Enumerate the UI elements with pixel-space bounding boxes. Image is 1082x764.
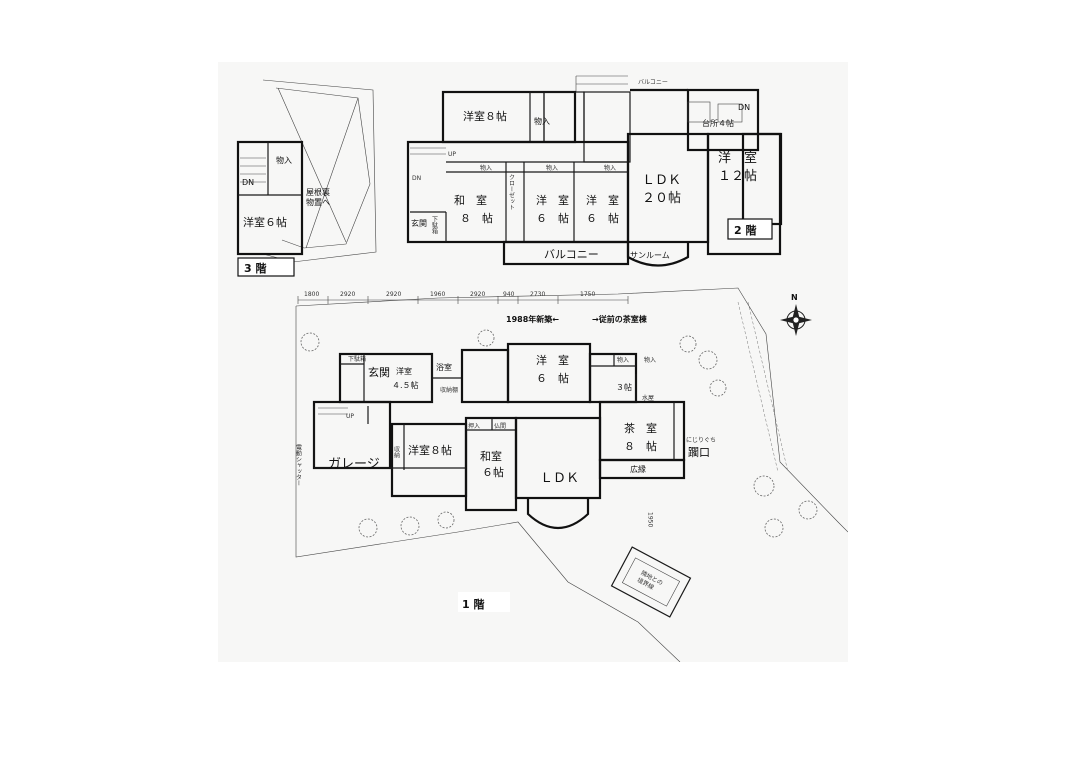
dim-right-1f: 1950	[647, 512, 654, 527]
western12-2f-2: １２帖	[718, 169, 757, 184]
storage-2f-c: 物入	[604, 164, 616, 172]
getabako-1f: 下駄箱	[348, 355, 366, 363]
dim-5: 2920	[470, 291, 485, 298]
western6-1f-1: 洋 室	[536, 353, 569, 367]
dim-4: 1960	[430, 291, 445, 298]
attic-label-1: 屋根裏	[306, 187, 330, 197]
storage-2f-b: 物入	[546, 164, 558, 172]
caption-1f: 1 階	[462, 597, 484, 611]
compass-north-label: N	[791, 293, 798, 302]
western8-1f: 洋室８帖	[408, 443, 452, 457]
western6a-2f-1: 洋 室	[536, 193, 569, 207]
western6b-2f-1: 洋 室	[586, 193, 619, 207]
up-1f: UP	[346, 413, 354, 420]
caption-3f: 3 階	[244, 261, 266, 275]
bath-1f: 浴室	[436, 362, 452, 372]
first-floor-plan: 1800 2920 2920 1960 2920 940 2730 1750 1…	[295, 287, 848, 662]
shutter-1f: 電動シャッター	[295, 444, 302, 486]
dim-3: 2920	[386, 291, 401, 298]
room-2f-western8: 洋室８帖	[463, 109, 507, 123]
balcony-top-label: バルコニー	[638, 79, 668, 86]
washitsu-2f-1: 和 室	[454, 193, 487, 207]
kitchen-2f: 台所４帖	[702, 118, 734, 128]
down-3f-label: DN	[242, 178, 254, 187]
dim-6: 940	[503, 291, 515, 298]
genkan-2f: 玄関	[411, 218, 427, 228]
up-2f: UP	[448, 151, 456, 158]
western6b-2f-2: ６ 帖	[586, 212, 619, 225]
storage-vertical-1f: 収納	[393, 446, 400, 459]
down-2f-right: DN	[738, 103, 750, 112]
closet-2f: クローゼット	[508, 174, 515, 210]
storage-1f-a: 物入	[617, 356, 629, 364]
down-2f-left: DN	[412, 175, 421, 182]
sunroom-2f: サンルーム	[630, 251, 670, 260]
storage-1f-b: 物入	[644, 356, 656, 364]
genkan-1f: 玄関	[368, 365, 390, 379]
chashitsu-1f-1: 茶 室	[624, 421, 657, 435]
western6a-2f-2: ６ 帖	[536, 212, 569, 225]
floor-plan-sheet: 物入 DN 屋根裏 物置へ 洋室６帖 3 階 バルコニー 洋	[218, 62, 848, 662]
dim-2: 2920	[340, 291, 355, 298]
floor-plan-drawing: 物入 DN 屋根裏 物置へ 洋室６帖 3 階 バルコニー 洋	[236, 75, 848, 662]
nijiri-ruby: にじりぐち	[686, 437, 716, 444]
washitsu-2f-2: ８ 帖	[460, 212, 493, 225]
washitsu-1f-2: ６帖	[482, 466, 504, 479]
note-former-tea: →従前の茶室棟	[592, 314, 648, 324]
north-compass-icon	[780, 304, 812, 336]
dim-7: 2730	[530, 291, 545, 298]
hiroen-1f: 広縁	[630, 464, 646, 474]
getabako-2f: 下駄箱	[431, 216, 438, 235]
garage-1f: ガレージ	[328, 457, 380, 472]
western45-1f-2: ４.５帖	[392, 380, 419, 390]
western6-1f-2: ６ 帖	[536, 372, 569, 385]
ldk-2f-1: ＬＤＫ	[642, 173, 681, 188]
nijiriguchi-1f: 躙口	[688, 446, 710, 459]
washitsu-1f-1: 和室	[480, 449, 502, 463]
three-mat-1f: ３帖	[616, 382, 632, 392]
western12-2f-1: 洋 室	[718, 150, 757, 166]
third-floor-plan: 物入 DN 屋根裏 物置へ 洋室６帖 3 階	[236, 79, 377, 277]
storage-3f-label: 物入	[276, 155, 292, 165]
caption-2f: 2 階	[734, 223, 756, 237]
mizuya-1f: 水屋	[642, 394, 654, 402]
room-3f-western6: 洋室６帖	[243, 215, 287, 229]
ldk-2f-2: ２０帖	[642, 191, 681, 206]
oshiire-1f: 押入	[468, 422, 480, 430]
ldk-1f: ＬＤＫ	[540, 471, 579, 486]
storage-shelf-1f: 収納棚	[440, 386, 458, 394]
balcony-2f-bottom: バルコニー	[544, 248, 599, 261]
second-floor-plan: バルコニー 洋室８帖 物入 DN 台所４帖 UP DN 物入 物入 物入 和 室	[406, 75, 783, 267]
chashitsu-1f-2: ８ 帖	[624, 440, 657, 453]
butsuma-1f: 仏間	[494, 423, 506, 430]
western45-1f-1: 洋室	[396, 366, 412, 376]
dim-1: 1800	[304, 291, 319, 298]
storage-2f-a: 物入	[480, 164, 492, 172]
storage-2f-top: 物入	[534, 116, 550, 126]
attic-label-2: 物置へ	[306, 197, 330, 207]
note-1988-new: 1988年新築←	[506, 314, 559, 324]
